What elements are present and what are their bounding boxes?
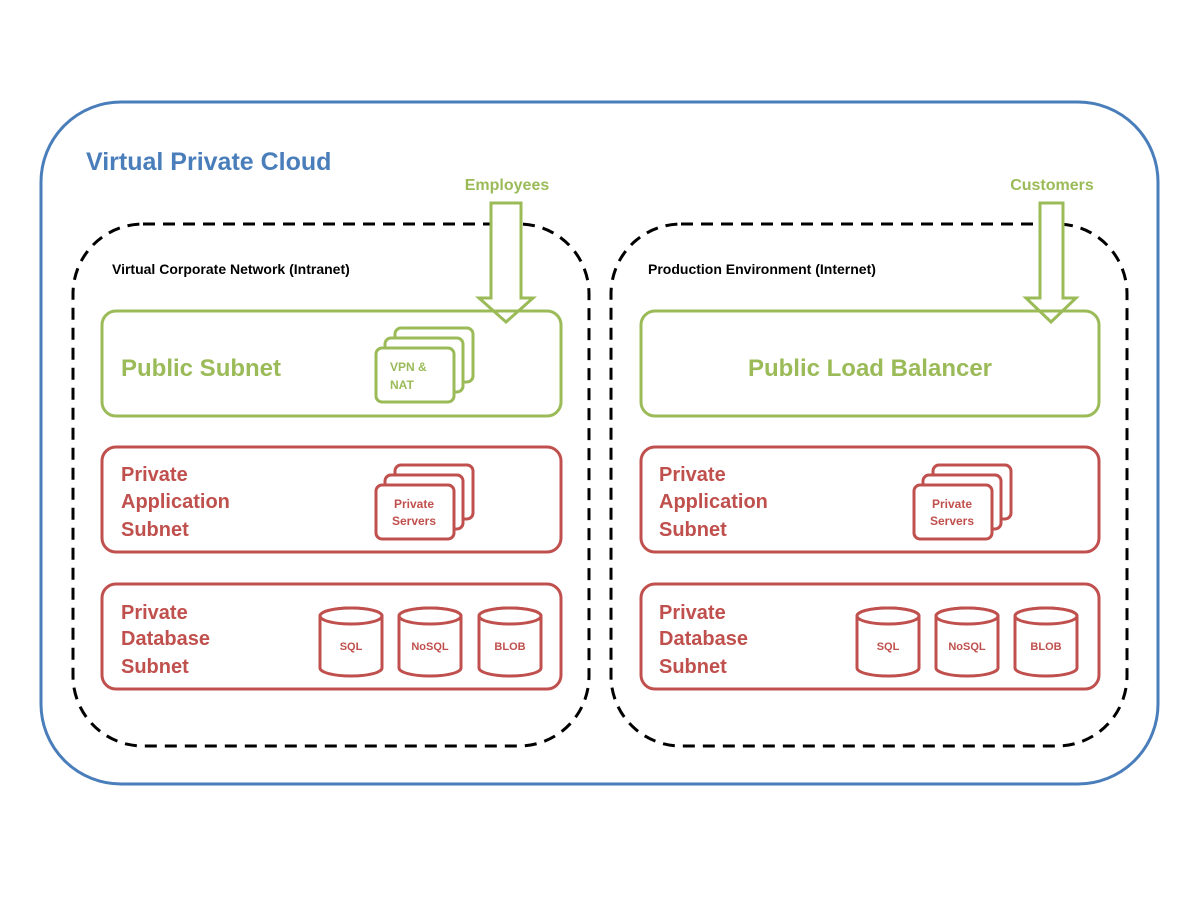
left-app-subnet (100, 445, 563, 554)
customers-arrow (1022, 201, 1080, 325)
left-app-subnet-title-line3: Subnet (121, 519, 189, 541)
intranet-label: Virtual Corporate Network (Intranet) (112, 261, 350, 277)
right-servers-label-line2: Servers (930, 514, 974, 528)
customers-label: Customers (1010, 177, 1094, 194)
employees-label: Employees (465, 177, 550, 194)
database-label: SQL (340, 641, 363, 653)
vpn-nat-label-line2: NAT (390, 378, 414, 392)
right-db-subnet (639, 582, 1101, 691)
database-cylinder-sql: SQL (855, 606, 921, 678)
vpn-nat-stack: VPN & NAT (374, 326, 475, 404)
right-db-subnet-title-line3: Subnet (659, 656, 727, 678)
vpc-title: Virtual Private Cloud (86, 148, 331, 176)
right-app-subnet (639, 445, 1101, 554)
left-public-subnet (100, 309, 563, 418)
right-app-subnet-title-line2: Application (659, 491, 768, 513)
database-label: BLOB (494, 641, 525, 653)
right-app-subnet-title-line1: Private (659, 464, 726, 486)
vpn-nat-label-line1: VPN & (390, 360, 427, 374)
database-label: SQL (877, 641, 900, 653)
database-label: BLOB (1030, 641, 1061, 653)
right-db-subnet-title-line2: Database (659, 628, 748, 650)
database-cylinder-sql: SQL (318, 606, 384, 678)
left-private-servers-stack: Private Servers (374, 463, 475, 541)
database-cylinder-blob: BLOB (1013, 606, 1079, 678)
database-cylinder-nosql: NoSQL (934, 606, 1000, 678)
left-app-subnet-title-line1: Private (121, 464, 188, 486)
internet-label: Production Environment (Internet) (648, 261, 876, 277)
intranet-boundary (71, 222, 591, 748)
left-databases: SQL NoSQL BLOB (318, 606, 543, 678)
left-db-subnet-title-line3: Subnet (121, 656, 189, 678)
load-balancer-title: Public Load Balancer (748, 355, 992, 382)
right-databases: SQL NoSQL BLOB (855, 606, 1079, 678)
public-subnet-title: Public Subnet (121, 355, 281, 382)
internet-boundary (609, 222, 1129, 748)
database-label: NoSQL (948, 641, 986, 653)
left-db-subnet-title-line1: Private (121, 602, 188, 624)
database-label: NoSQL (411, 641, 449, 653)
left-db-subnet-title-line2: Database (121, 628, 210, 650)
left-app-subnet-title-line2: Application (121, 491, 230, 513)
left-servers-label-line2: Servers (392, 514, 436, 528)
left-db-subnet (100, 582, 563, 691)
right-db-subnet-title-line1: Private (659, 602, 726, 624)
vpc-boundary (39, 100, 1160, 786)
employees-arrow (475, 201, 537, 325)
right-public-subnet (639, 309, 1101, 418)
right-private-servers-stack: Private Servers (912, 463, 1013, 541)
right-app-subnet-title-line3: Subnet (659, 519, 727, 541)
database-cylinder-blob: BLOB (477, 606, 543, 678)
right-servers-label-line1: Private (932, 497, 972, 511)
left-servers-label-line1: Private (394, 497, 434, 511)
database-cylinder-nosql: NoSQL (397, 606, 463, 678)
